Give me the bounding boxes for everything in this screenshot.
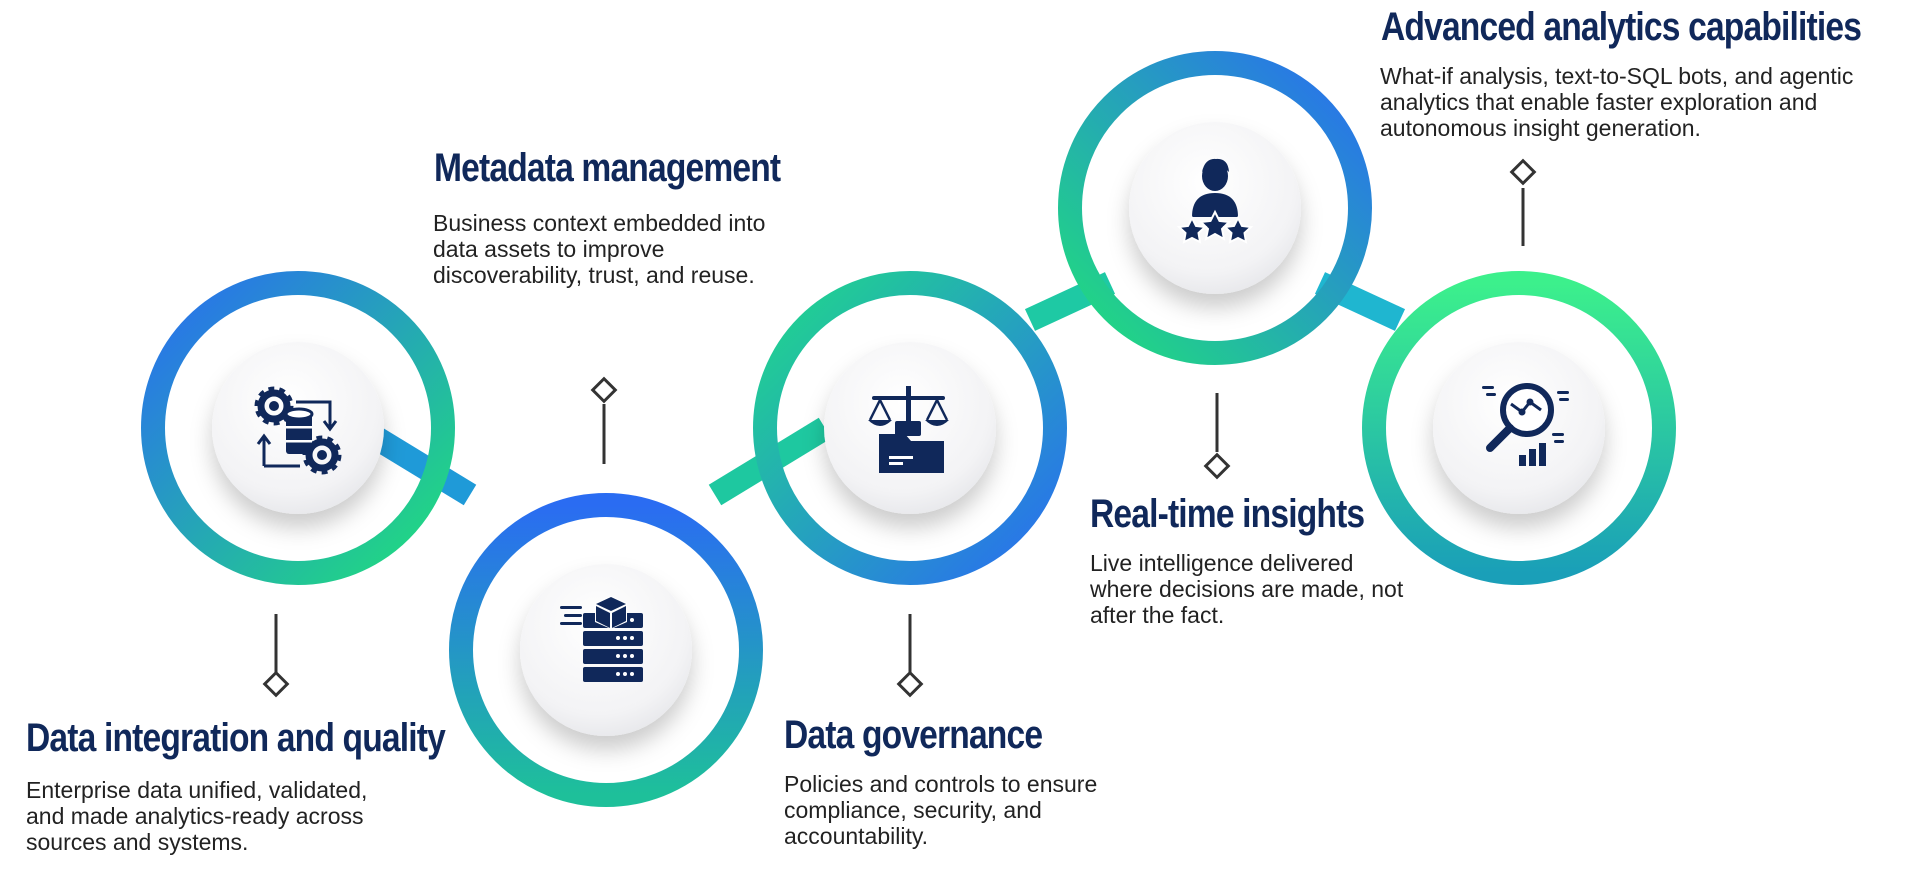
person-stars-icon bbox=[1176, 158, 1254, 244]
scales-folder-icon bbox=[868, 386, 949, 473]
pointer-data-integration bbox=[262, 614, 290, 698]
step-description-realtime: Live intelligence delivered where decisi… bbox=[1090, 550, 1404, 628]
step-ring bbox=[753, 271, 1067, 585]
pointer-realtime bbox=[1203, 393, 1231, 480]
gears-database-icon bbox=[254, 386, 342, 475]
step-description-data-integration: Enterprise data unified, validated, and … bbox=[26, 777, 368, 855]
step-title-advanced: Advanced analytics capabilities bbox=[1381, 5, 1862, 49]
step-title-realtime: Real-time insights bbox=[1090, 492, 1365, 536]
step-description-metadata: Business context embedded into data asse… bbox=[433, 210, 766, 288]
step-ring bbox=[1362, 271, 1676, 585]
rings bbox=[141, 51, 1676, 807]
step-ring bbox=[141, 271, 455, 585]
step-title-governance: Data governance bbox=[784, 713, 1043, 757]
step-ring bbox=[1058, 51, 1372, 365]
pointer-advanced bbox=[1509, 158, 1537, 246]
magnifier-chart-icon bbox=[1482, 383, 1569, 466]
server-cube-icon bbox=[560, 596, 643, 682]
pointer-governance bbox=[896, 614, 924, 698]
pointers bbox=[262, 158, 1537, 698]
step-description-governance: Policies and controls to ensure complian… bbox=[784, 771, 1098, 849]
pointer-metadata bbox=[590, 376, 618, 464]
step-title-metadata: Metadata management bbox=[434, 146, 781, 190]
step-ring bbox=[449, 493, 763, 807]
step-description-advanced: What-if analysis, text-to-SQL bots, and … bbox=[1380, 63, 1854, 141]
step-title-data-integration: Data integration and quality bbox=[26, 716, 446, 760]
